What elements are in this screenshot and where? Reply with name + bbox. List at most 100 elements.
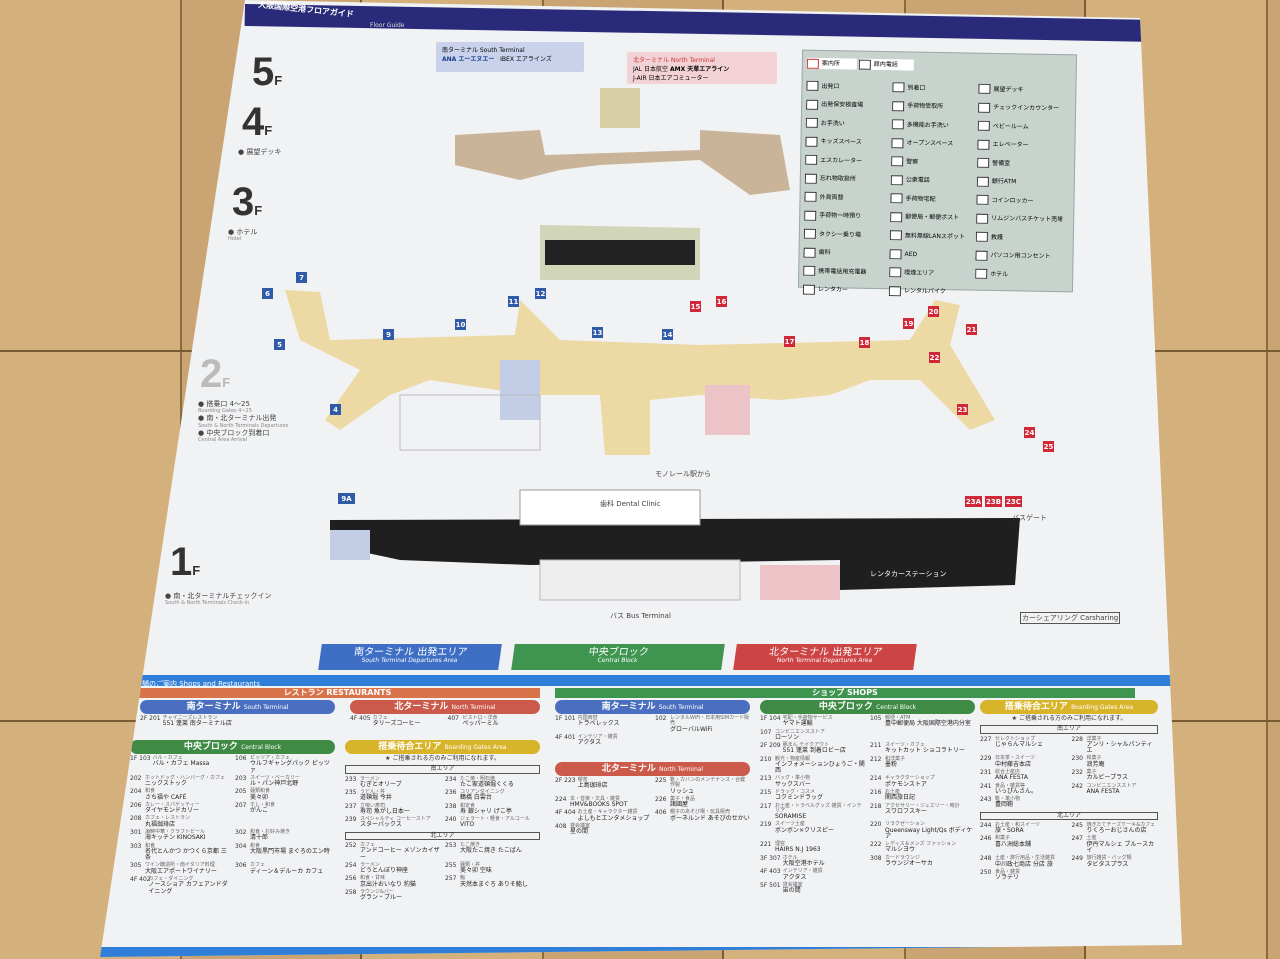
restaurants-section-header: 搭乗待合エリア Boarding Gates Area [345, 740, 540, 754]
legend-item: キッズスペース [805, 136, 891, 148]
legend-item: 出発保安検査場 [806, 99, 892, 111]
bus-terminal-label: バス Bus Terminal [610, 612, 671, 620]
legend-item: お手洗い [805, 117, 892, 129]
boarding-note: ★ ご搭乗される方のみご利用になれます。 [385, 755, 500, 762]
legend-item: 手荷物受取所 [892, 100, 978, 112]
legend-item: エレベーター [977, 139, 1063, 151]
legend-item: 公衆電話 [890, 174, 977, 186]
legend-icon [976, 176, 989, 187]
guide-subtitle: Floor Guide [370, 22, 405, 29]
legend-icon [892, 82, 905, 93]
legend-icon [977, 139, 990, 150]
legend-icon [803, 247, 816, 258]
gate-23-marker: 23 [957, 404, 968, 415]
legend-icon [978, 83, 991, 94]
floor-label-3f: 3F [232, 180, 263, 224]
legend-item: 銀行ATM [976, 176, 1063, 188]
legend-icon [978, 102, 991, 113]
shops-section-header: 搭乗待合エリア Boarding Gates Area [980, 700, 1158, 714]
legend-item: 無料無線LANスポット [889, 230, 976, 242]
legend-courtesy-phone: 館内電話 [858, 58, 914, 71]
legend-item: 携帯電話用充電器 [803, 265, 889, 277]
legend-icon [977, 120, 990, 131]
legend-icon [975, 250, 988, 261]
carsharing-label: カーシェアリング Carsharing [1020, 612, 1121, 625]
directory-entry [870, 869, 975, 881]
legend-icon [976, 194, 989, 205]
legend-item: 警備室 [977, 157, 1063, 169]
gate-14-marker: 14 [662, 329, 673, 340]
legend-item: 外貨両替 [804, 191, 890, 203]
legend-item: コインロッカー [976, 194, 1062, 206]
legend-item: レンタカー [802, 284, 889, 296]
floor-label-2f: 2F [200, 352, 231, 396]
legend-icon [805, 154, 818, 165]
gate-12-marker: 12 [535, 288, 546, 299]
legend-item: パソコン用コンセント [975, 250, 1061, 262]
floor-label-1f: 1F [170, 540, 201, 584]
legend-item: 忘れ物取扱所 [804, 173, 891, 185]
legend-icon [975, 268, 988, 279]
gate-9-marker: 9 [383, 329, 394, 340]
restaurants-header: レストラン RESTAURANTS [135, 688, 540, 698]
bus-gate-label: バスゲート [1012, 514, 1047, 522]
floor-4f-note: ● 展望デッキ [238, 148, 282, 156]
restaurants-section-header: 北ターミナル North Terminal [350, 700, 540, 714]
legend-icon [890, 174, 903, 185]
gate-23b-marker: 23B [985, 496, 1002, 507]
gate-23a-marker: 23A [965, 496, 982, 507]
gate-5-marker: 5 [274, 339, 285, 350]
legend-icon [803, 265, 816, 276]
gate-7-marker: 7 [296, 272, 307, 283]
floor-map-drawing [285, 88, 1020, 601]
shops-section-header: 北ターミナル North Terminal [555, 762, 750, 776]
gate-18-marker: 18 [859, 337, 870, 348]
directory-entry [235, 816, 335, 828]
legend-icon [892, 100, 905, 111]
legend-item: 郵便局・郵便ポスト [890, 211, 976, 223]
legend-icon [806, 80, 819, 91]
legend-icon [891, 156, 904, 167]
legend-item: 手荷物一時預り [804, 210, 890, 222]
gate-21-marker: 21 [966, 324, 977, 335]
legend-item: タクシー乗り場 [803, 228, 890, 240]
legend-icon [891, 137, 904, 148]
floor-label-5f: 5F [252, 50, 283, 94]
